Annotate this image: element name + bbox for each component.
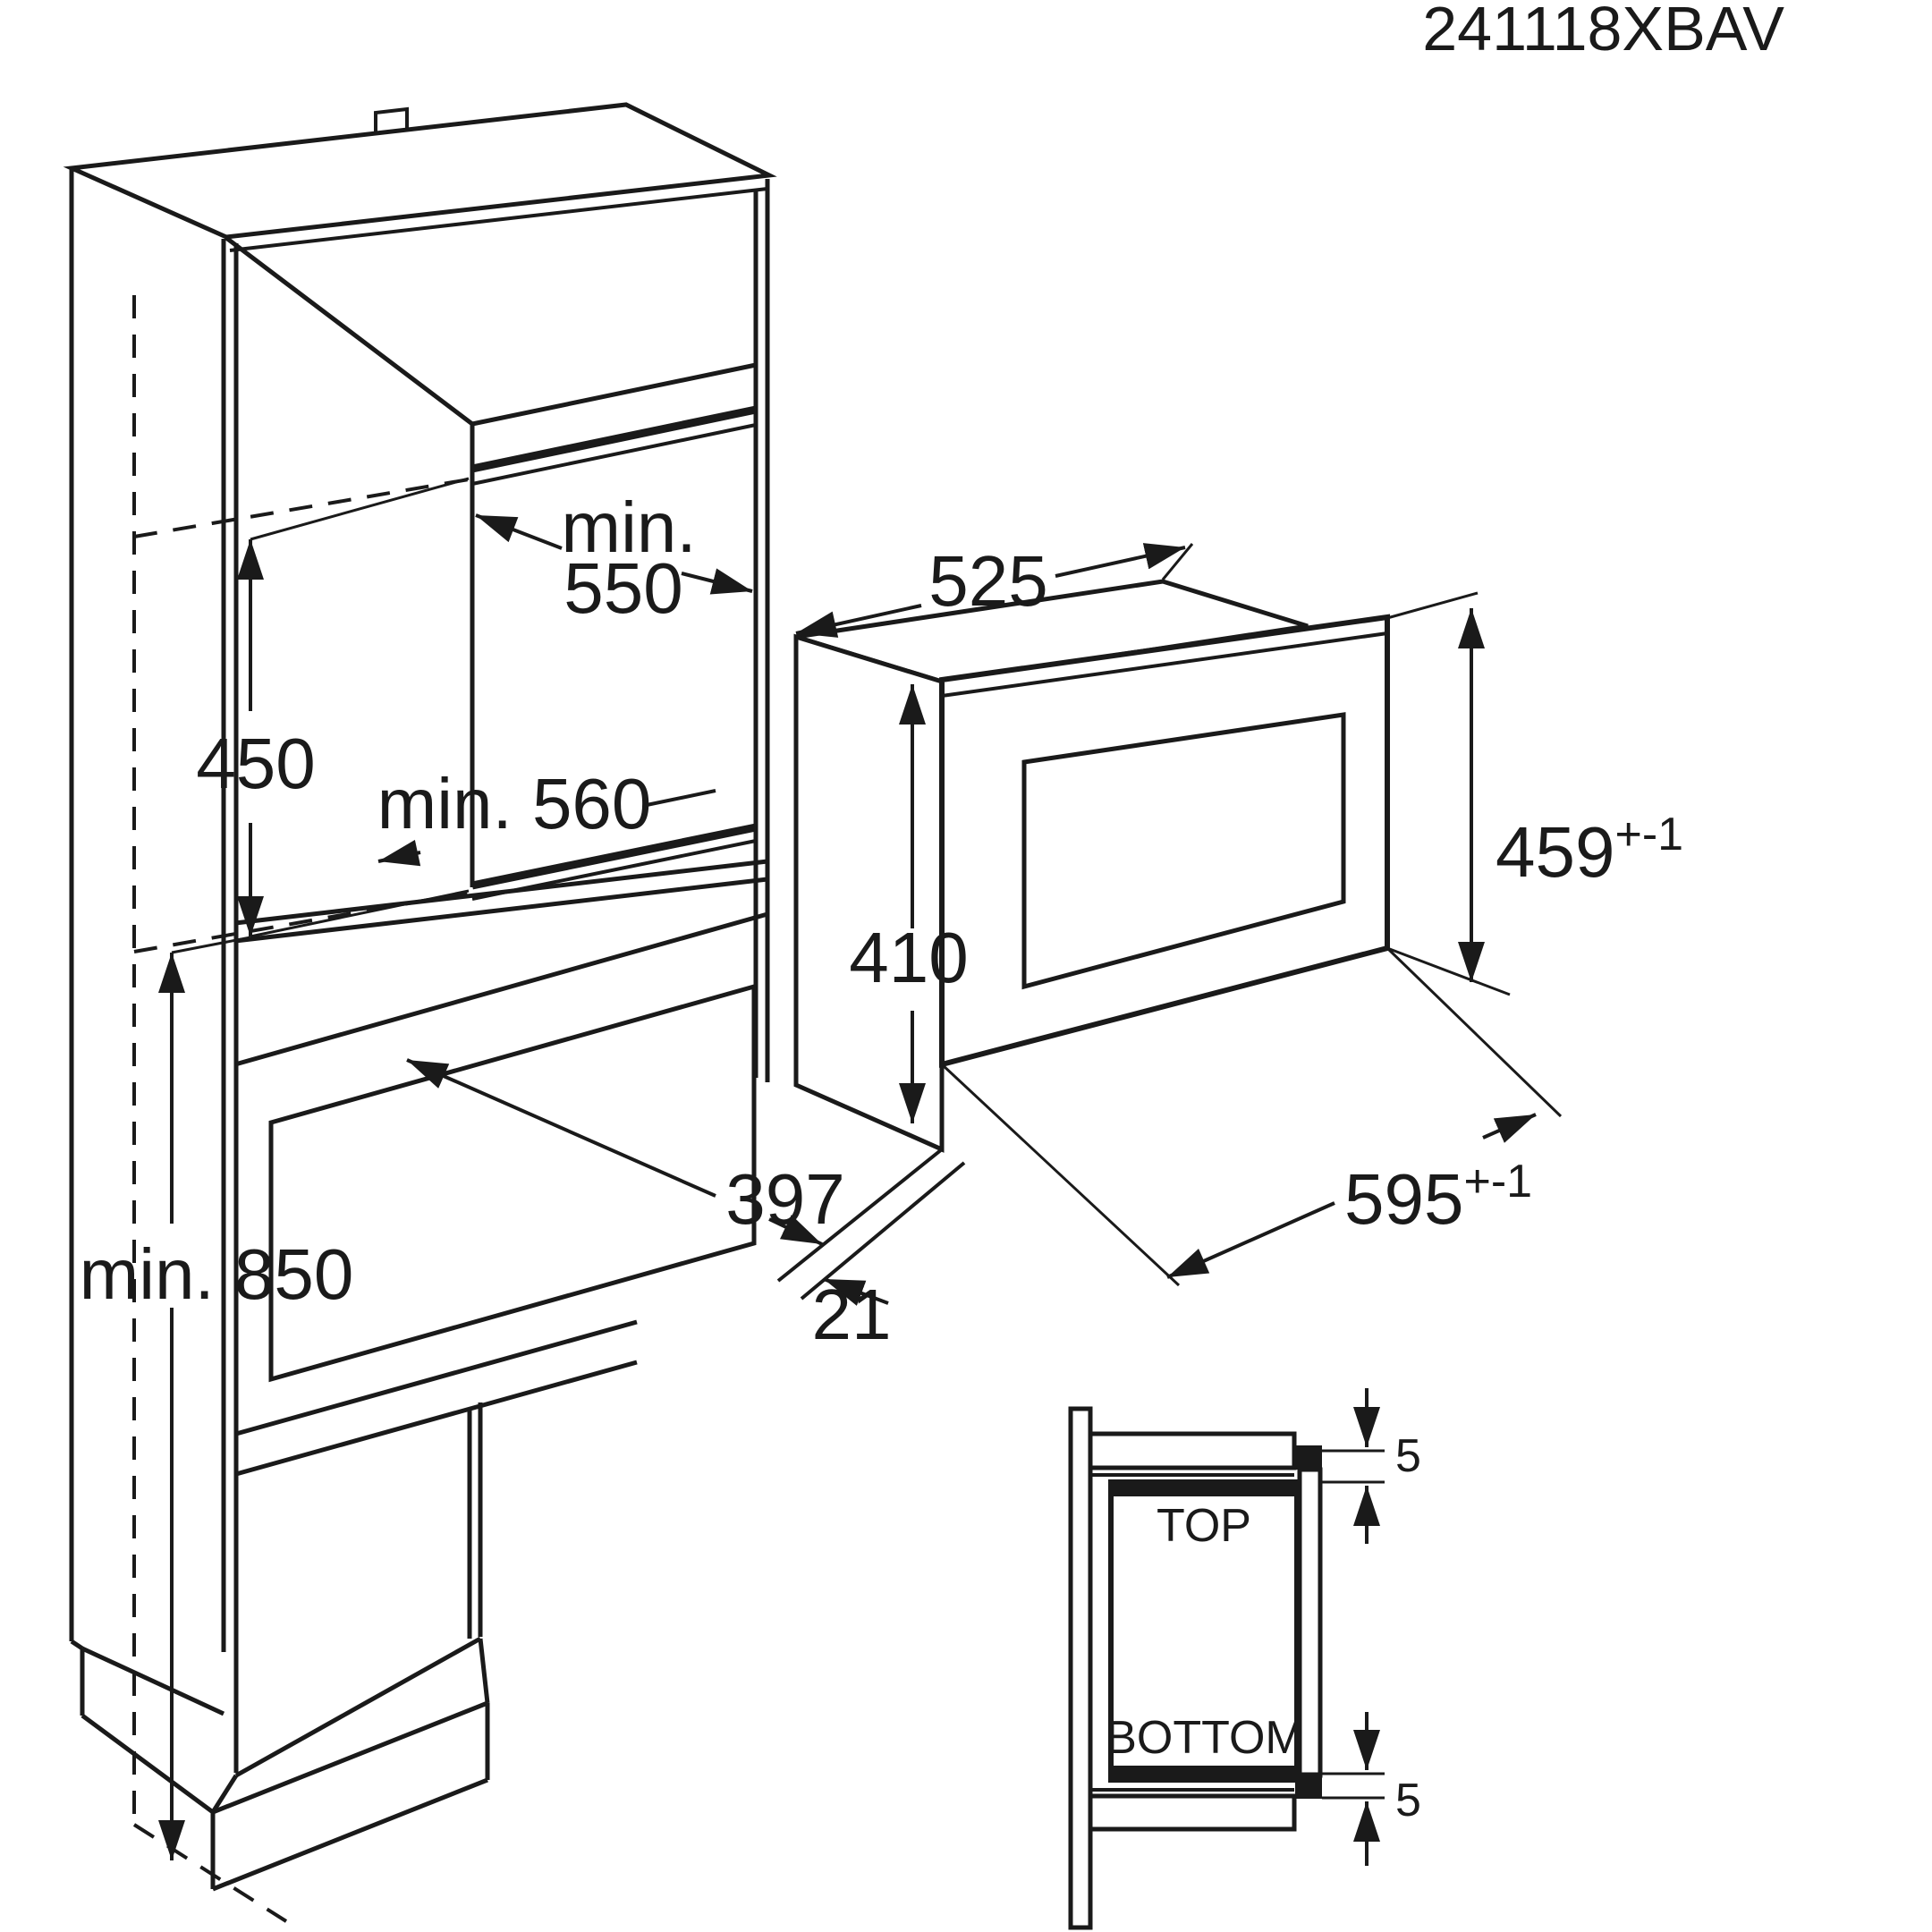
dim-niche-height-label: 450 [196,724,315,803]
section-top-seal [1295,1445,1322,1470]
ext-line [776,1148,944,1283]
section-top-label: TOP [1157,1500,1251,1552]
dim-niche-width-prefix-label: min. [561,487,696,567]
plinth-edge [478,1638,490,1704]
dim-body-height-label: 410 [849,918,968,997]
gap-band-edge [235,1360,638,1477]
dim-niche-depth-label: min. 560 [377,764,652,843]
ext-line [800,1161,966,1301]
lower-door-bottom-edge [234,1636,482,1778]
edge [80,1646,225,1716]
dim-line [377,839,421,867]
dim-bottom-clearance-label: 5 [1395,1775,1421,1826]
dim-line [795,604,922,638]
section-appliance-bottom-band [1111,1766,1297,1780]
dim-frame-width-tolerance: +-1 [1463,1156,1532,1208]
oven-door-window [268,983,757,1383]
plinth-edge [212,1700,488,1815]
dim-line [475,513,563,550]
dim-top-clearance-label: 5 [1395,1430,1421,1482]
divider-edge [234,877,768,944]
ext-line [171,936,251,954]
model-code-label: 241118XBAV [1422,0,1784,64]
dim-body-width-label: 525 [928,541,1047,621]
ext-line [1385,946,1563,1118]
cabinet-dimensions: 450 min. 550 min. 560 min. 850 397 [80,477,845,1860]
dim-line [1166,1201,1335,1279]
cabinet-top-face [63,102,777,240]
dim-frame-height-value: 459 [1496,812,1614,892]
oven-door-bottom-edge [235,1319,638,1436]
niche-opening-top-edge [471,362,757,427]
dim-floor-height-label: min. 850 [80,1234,354,1314]
ext-line [250,889,470,938]
plinth-edge [210,1774,239,1814]
section-bottom-shelf [1088,1793,1297,1832]
ext-line [250,477,470,541]
dim-frame-height-tolerance: +-1 [1614,809,1683,860]
dim-line [768,1215,823,1246]
stile-junction-edge [225,236,474,426]
microwave-left-face [793,633,945,1153]
section-detail-drawing: TOP BOTTOM 5 5 [1068,1388,1421,1930]
dim-line [681,568,753,595]
dim-line [1055,543,1186,578]
microwave-dimensions: 525 410 459+-1 595+-1 21 [795,541,1683,1354]
microwave-drawing [776,579,1390,1301]
hidden-edge [133,478,470,538]
ext-line [1161,543,1194,580]
plinth-edge [80,1713,215,1815]
dim-frame-height-label: 459+-1 [1496,809,1683,892]
niche-floor-front-edge [471,823,757,890]
dim-line [1482,1113,1537,1143]
ext-line [940,1063,1181,1287]
dim-frame-width-label: 595+-1 [1344,1156,1532,1239]
niche-shelf-front-edge [471,405,757,473]
dim-body-depth-label: 397 [725,1159,844,1239]
ext-line [1386,591,1479,620]
oven-top-edge [234,911,768,1067]
plinth-edge [212,1777,488,1892]
section-bottom-label: BOTTOM [1106,1712,1303,1764]
cabinet-drawing [63,102,777,1923]
dim-frame-overlap-label: 21 [812,1275,892,1354]
hidden-edge [132,1823,288,1923]
section-top-shelf [1088,1431,1297,1470]
section-wall-bar [1068,1406,1093,1930]
ext-line [1386,946,1511,996]
frame-top-inner-edge [941,631,1388,698]
dim-line [406,1058,716,1198]
section-appliance-top-band [1111,1482,1297,1496]
dim-frame-width-value: 595 [1344,1159,1463,1239]
dim-line [823,1277,889,1306]
dim-niche-width-label: 550 [564,548,682,628]
cabinet-top-notch [374,106,409,135]
divider-edge [234,859,768,926]
niche-shelf-front-edge [471,423,757,486]
dim-line [646,789,716,807]
edge [229,187,768,252]
edge [70,1639,84,1651]
microwave-door-window [1021,712,1346,990]
